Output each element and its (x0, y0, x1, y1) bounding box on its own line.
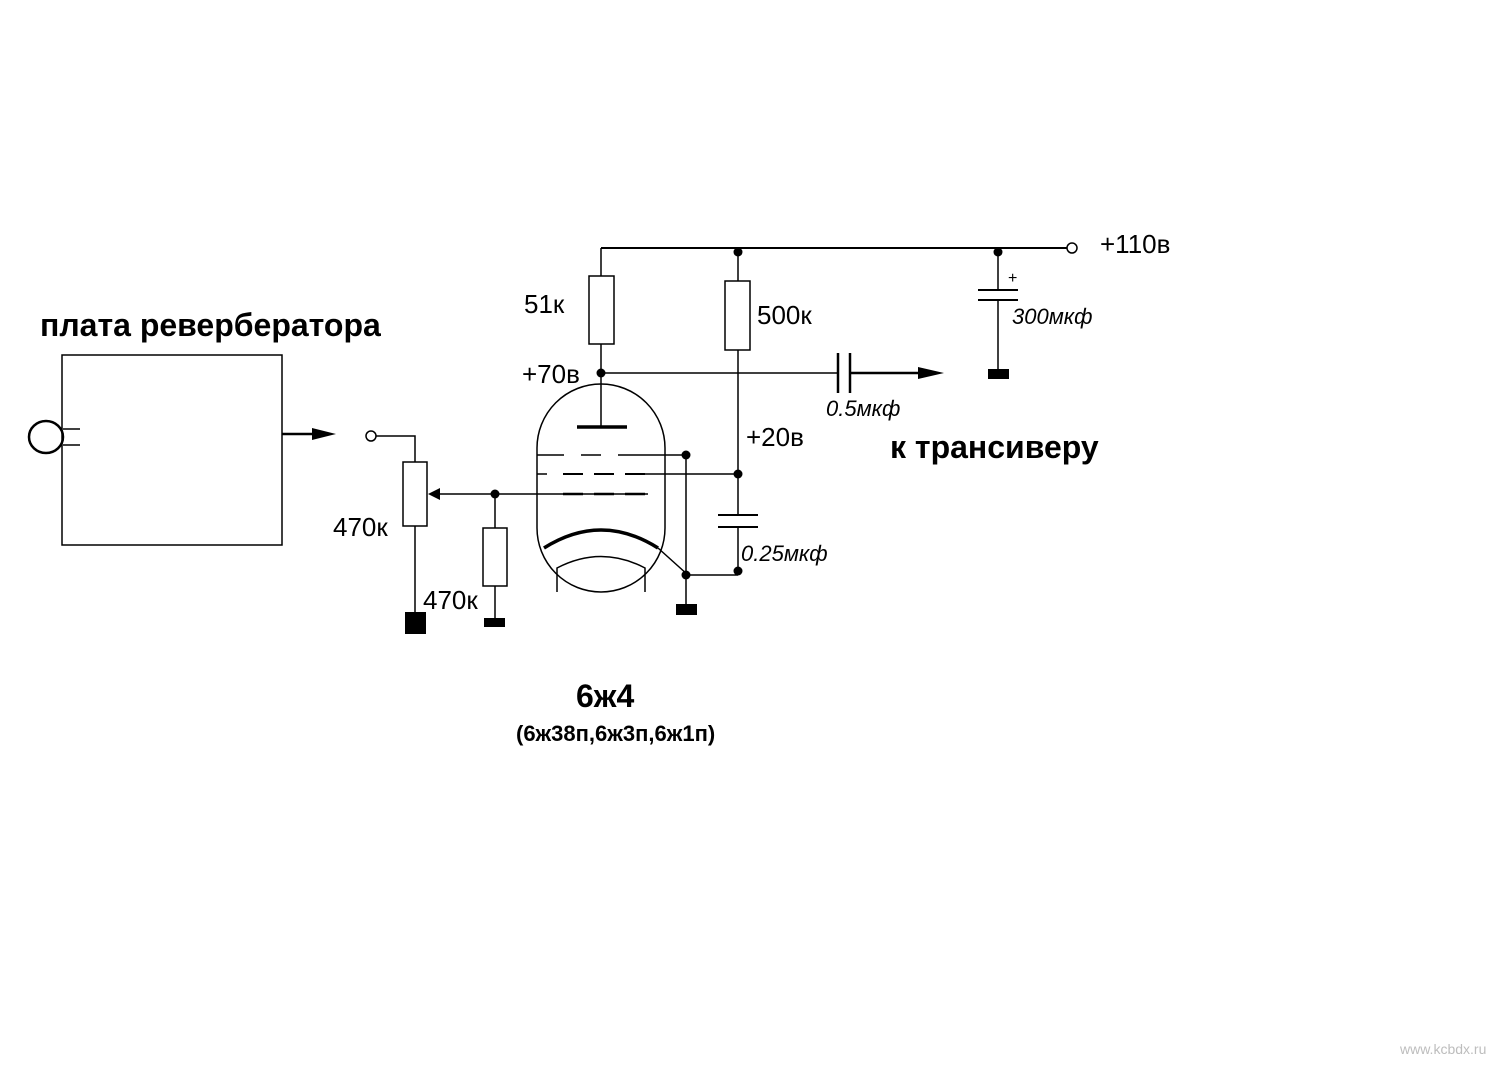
wiper-arrow-icon (428, 488, 440, 500)
screen-voltage-label: +20в (746, 422, 804, 452)
reverb-board-block (27, 354, 336, 546)
watermark: www.kcbdx.ru (1399, 1041, 1486, 1057)
anode-resistor-body (588, 275, 615, 345)
tube-alternatives-label: (6ж38п,6ж3п,6ж1п) (516, 721, 715, 746)
bypass-cap-label: 0.25мкф (741, 541, 828, 566)
screen-circuit-group (718, 252, 758, 576)
ground-icon (484, 618, 505, 627)
polarity-plus-icon: + (1008, 270, 1017, 287)
anode-resistor-group (588, 248, 615, 378)
tube-cathode (543, 528, 659, 550)
input-terminal-icon (365, 430, 377, 442)
screen-junction-dot (733, 469, 743, 479)
output-group (601, 353, 944, 393)
grid-resistor-label: 470к (423, 585, 478, 615)
reverb-board-label: плата ревербератора (40, 307, 381, 343)
grid-resistor-body (482, 527, 508, 587)
potentiometer-body (402, 461, 428, 527)
ground-icon (676, 604, 697, 615)
microphone-icon (27, 419, 65, 455)
grid-resistor-group (482, 489, 648, 627)
supply-cap-group (978, 252, 1018, 379)
cathode-lead (657, 547, 689, 576)
tube-type-label: 6ж4 (576, 678, 634, 714)
cathode-ground-group (676, 450, 738, 615)
tube-envelope (536, 383, 666, 593)
screen-resistor-label: 500к (757, 300, 812, 330)
screen-resistor-body (724, 280, 751, 351)
supply-cap-label: 300мкф (1012, 304, 1093, 329)
output-cap-label: 0.5мкф (826, 396, 900, 421)
pot-value-label: 470к (333, 512, 388, 542)
ground-icon (405, 612, 426, 634)
ground-icon (988, 369, 1009, 379)
to-transceiver-label: к трансиверу (890, 429, 1099, 465)
bypass-junction-dot (733, 566, 743, 576)
supply-voltage-label: +110в (1100, 229, 1170, 259)
pentode-tube (536, 373, 738, 593)
supply-terminal-icon (1066, 242, 1078, 254)
anode-voltage-label: +70в (522, 359, 580, 389)
input-wire (376, 435, 416, 462)
anode-resistor-label: 51к (524, 289, 565, 319)
reverb-board-box (61, 354, 283, 546)
supply-rail (601, 242, 1078, 257)
tube-heater (556, 555, 646, 592)
volume-pot-group (365, 430, 495, 634)
output-arrow-icon (918, 367, 944, 379)
board-output-arrow-icon (312, 428, 336, 440)
